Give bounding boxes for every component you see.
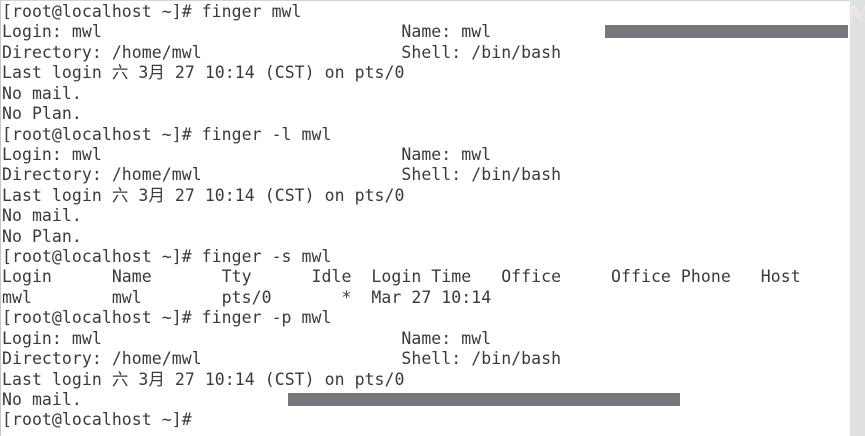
terminal-line-0: [root@localhost ~]# finger mwl	[2, 2, 302, 21]
terminal-line-5: No Plan.	[2, 104, 82, 124]
terminal-line-19: No mail.	[2, 389, 82, 409]
watermark-letter: M	[848, 2, 865, 28]
terminal-line-17: Directory: /home/mwl Shell: /bin/bash	[2, 349, 562, 369]
terminal-line-8: Directory: /home/mwl Shell: /bin/bash	[2, 165, 562, 185]
terminal-line-15: [root@localhost ~]# finger -p mwl	[2, 308, 332, 328]
terminal-line-2: Directory: /home/mwl Shell: /bin/bash	[2, 42, 562, 62]
terminal-line-13: Login Name Tty Idle Login Time Office Of…	[2, 267, 801, 287]
terminal-line-1: Login: mwl Name: mwl	[2, 22, 492, 42]
terminal-line-7: Login: mwl Name: mwl	[2, 144, 492, 164]
right-gutter-strip	[850, 0, 865, 436]
left-border	[0, 0, 1, 436]
terminal-line-20: [root@localhost ~]#	[2, 410, 192, 430]
terminal-line-11: No Plan.	[2, 226, 82, 246]
terminal-line-4: No mail.	[2, 83, 82, 103]
terminal-line-18: Last login 六 3月 27 10:14 (CST) on pts/0	[2, 369, 405, 389]
top-border	[0, 0, 865, 1]
terminal-line-10: No mail.	[2, 206, 82, 226]
terminal-line-3: Last login 六 3月 27 10:14 (CST) on pts/0	[2, 63, 405, 83]
terminal-line-12: [root@localhost ~]# finger -s mwl	[2, 247, 332, 267]
redaction-bar-top	[605, 25, 848, 39]
terminal-line-14: mwl mwl pts/0 * Mar 27 10:14	[2, 287, 492, 307]
terminal-line-6: [root@localhost ~]# finger -l mwl	[2, 124, 332, 144]
terminal-line-9: Last login 六 3月 27 10:14 (CST) on pts/0	[2, 185, 405, 205]
redaction-bar-bottom	[288, 392, 680, 406]
terminal-line-16: Login: mwl Name: mwl	[2, 328, 492, 348]
